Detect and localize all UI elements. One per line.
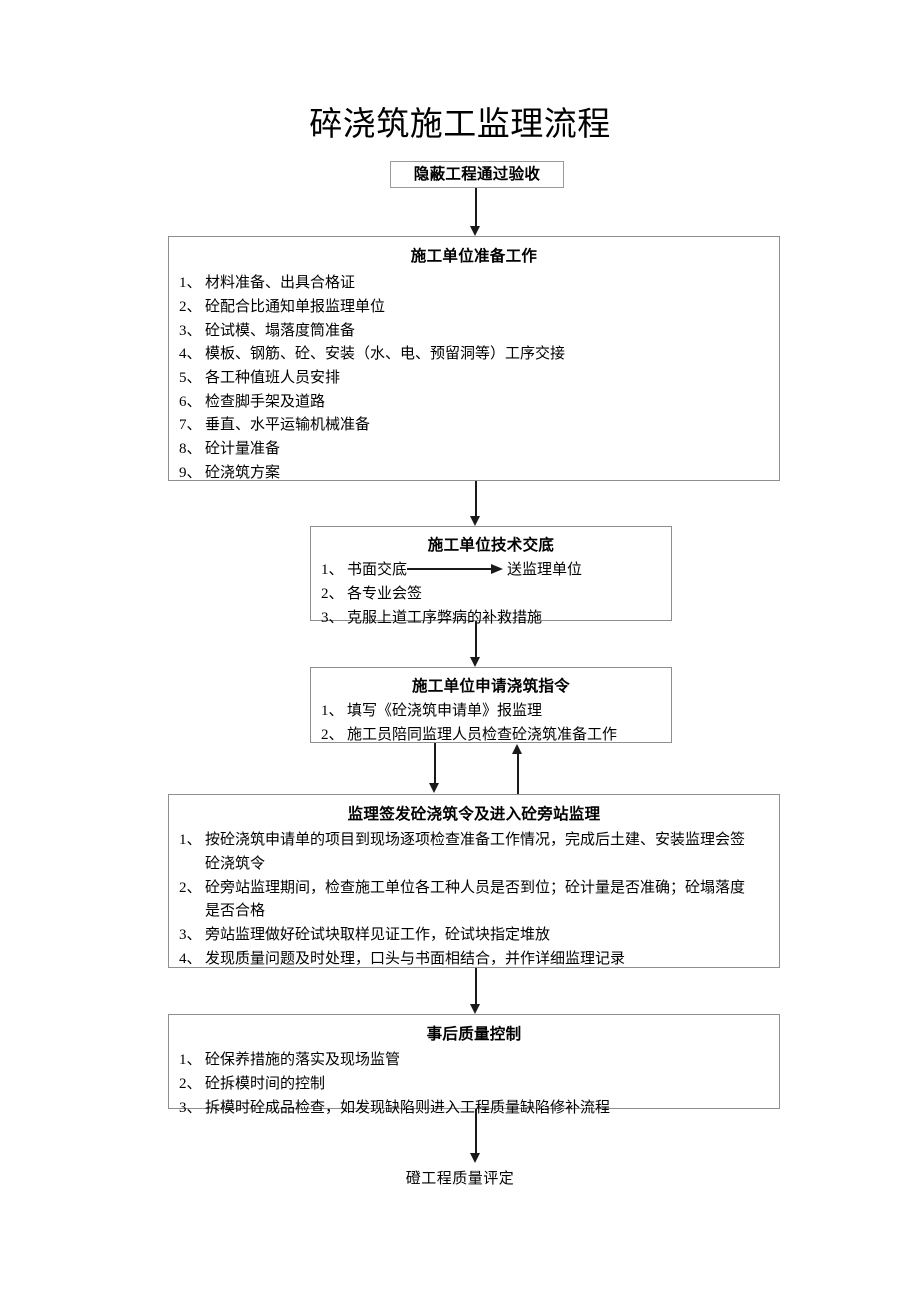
inline-arrow-icon [407, 563, 504, 574]
item-text: 砼计量准备 [205, 441, 281, 458]
node-start: 隐蔽工程通过验收 [390, 161, 564, 188]
list-item: 7、 垂直、水平运输机械准备 [179, 414, 771, 438]
item-text: 砼配合比通知单报监理单位 [205, 298, 386, 315]
node-preparation: 施工单位准备工作 1、 材料准备、出具合格证 2、 砼配合比通知单报监理单位 3… [168, 236, 780, 481]
connector-preparation-to-technical-line [475, 481, 477, 518]
item-text: 模板、钢筋、砼、安装（水、电、预留洞等）工序交接 [205, 346, 566, 363]
item-number: 2、 [179, 1075, 202, 1092]
node-post-control-title: 事后质量控制 [426, 1026, 522, 1043]
item-number: 2、 [179, 298, 202, 315]
node-technical-disclosure: 施工单位技术交底 1、 书面交底 送监理单位 2、 各专业会签 3、 克服上道工序… [310, 526, 672, 626]
node-supervisor-issue-items: 1、 按砼浇筑申请单的项目到现场逐项检查准备工作情况，完成后土建、安装监理会签砼… [169, 829, 779, 971]
connector-start-to-preparation-line [475, 188, 477, 228]
item-number: 4、 [179, 346, 202, 363]
list-item: 5、 各工种值班人员安排 [179, 367, 771, 391]
connector-supervisor-to-apply-line [517, 752, 519, 794]
list-item: 1、 书面交底 送监理单位 [321, 559, 663, 583]
connector-preparation-to-technical-arrow [470, 516, 480, 526]
item-number: 2、 [321, 726, 344, 743]
list-item: 2、 砼拆模时间的控制 [179, 1073, 771, 1097]
item-number: 2、 [179, 879, 202, 896]
item-text: 旁站监理做好砼试块取样见证工作，砼试块指定堆放 [205, 927, 551, 943]
node-supervisor-issue-title: 监理签发砼浇筑令及进入砼旁站监理 [347, 806, 601, 823]
item-number: 3、 [179, 927, 202, 943]
list-item: 3、 克服上道工序弊病的补救措施 [321, 607, 663, 631]
connector-apply-to-supervisor-line [434, 743, 436, 785]
item-number: 6、 [179, 393, 202, 410]
node-end-text: 磴工程质量评定 [405, 1169, 515, 1187]
item-text: 按砼浇筑申请单的项目到现场逐项检查准备工作情况，完成后土建、安装监理会签砼浇筑令 [205, 832, 746, 872]
item-number: 2、 [321, 585, 344, 602]
node-supervisor-issue: 监理签发砼浇筑令及进入砼旁站监理 1、 按砼浇筑申请单的项目到现场逐项检查准备工… [168, 794, 780, 968]
item-number: 1、 [179, 1052, 202, 1069]
connector-start-to-preparation-arrow [470, 226, 480, 236]
connector-post-to-end-arrow [470, 1153, 480, 1163]
item-text: 砼旁站监理期间，检查施工单位各工种人员是否到位；砼计量是否准确；砼塌落度是否合格 [205, 879, 746, 920]
list-item: 3、 砼试模、塌落度筒准备 [179, 320, 771, 344]
list-item: 2、 砼配合比通知单报监理单位 [179, 296, 771, 320]
item-text: 拆模时砼成品检查，如发现缺陷则进入工程质量缺陷修补流程 [205, 1099, 611, 1116]
item-text: 检查脚手架及道路 [205, 393, 326, 410]
list-item: 3、 拆模时砼成品检查，如发现缺陷则进入工程质量缺陷修补流程 [179, 1097, 771, 1121]
node-post-control-items: 1、 砼保养措施的落实及现场监管 2、 砼拆模时间的控制 3、 拆模时砼成品检查… [169, 1049, 779, 1120]
connector-technical-to-apply-arrow [470, 657, 480, 667]
node-preparation-title: 施工单位准备工作 [410, 248, 538, 265]
item-text: 砼拆模时间的控制 [205, 1075, 326, 1092]
node-apply-order-title: 施工单位申请浇筑指令 [411, 678, 570, 695]
node-apply-order: 施工单位申请浇筑指令 1、 填写《砼浇筑申请单》报监理 2、 施工员陪同监理人员… [310, 667, 672, 743]
node-technical-disclosure-items: 1、 书面交底 送监理单位 2、 各专业会签 3、 克服上道工序弊病的补救措施 [311, 559, 671, 630]
list-item: 4、 发现质量问题及时处理，口头与书面相结合，并作详细监理记录 [179, 948, 759, 972]
item-text: 材料准备、出具合格证 [205, 275, 356, 292]
list-item: 2、 各专业会签 [321, 583, 663, 607]
item-text: 施工员陪同监理人员检查砼浇筑准备工作 [347, 726, 618, 743]
item-number: 1、 [321, 562, 344, 579]
list-item: 1、 按砼浇筑申请单的项目到现场逐项检查准备工作情况，完成后土建、安装监理会签砼… [179, 829, 759, 876]
connector-supervisor-to-post-arrow [470, 1004, 480, 1014]
item-number: 1、 [179, 832, 202, 849]
connector-supervisor-to-apply-arrow [512, 744, 522, 754]
item-number: 8、 [179, 441, 202, 458]
page-title: 碎浇筑施工监理流程 [309, 107, 611, 143]
item-number: 9、 [179, 464, 202, 481]
list-item: 8、 砼计量准备 [179, 438, 771, 462]
node-apply-order-items: 1、 填写《砼浇筑申请单》报监理 2、 施工员陪同监理人员检查砼浇筑准备工作 [311, 700, 671, 747]
list-item: 6、 检查脚手架及道路 [179, 391, 771, 415]
list-item: 9、 砼浇筑方案 [179, 462, 771, 486]
list-item: 1、 填写《砼浇筑申请单》报监理 [321, 700, 663, 724]
connector-apply-to-supervisor-arrow [429, 783, 439, 793]
item-arrow-target: 送监理单位 [507, 562, 583, 579]
list-item: 2、 砼旁站监理期间，检查施工单位各工种人员是否到位；砼计量是否准确；砼塌落度是… [179, 877, 759, 924]
list-item: 3、 旁站监理做好砼试块取样见证工作，砼试块指定堆放 [179, 924, 759, 948]
item-text: 各专业会签 [347, 585, 423, 602]
list-item: 1、 砼保养措施的落实及现场监管 [179, 1049, 771, 1073]
connector-technical-to-apply-line [475, 621, 477, 659]
list-item: 1、 材料准备、出具合格证 [179, 272, 771, 296]
item-text: 砼浇筑方案 [205, 464, 281, 481]
item-text: 砼试模、塌落度筒准备 [205, 322, 356, 339]
item-text: 砼保养措施的落实及现场监管 [205, 1052, 401, 1069]
connector-supervisor-to-post-line [475, 968, 477, 1006]
item-text: 发现质量问题及时处理，口头与书面相结合，并作详细监理记录 [205, 950, 626, 967]
connector-post-to-end-line [475, 1109, 477, 1155]
item-number: 5、 [179, 370, 202, 386]
item-number: 7、 [179, 417, 202, 434]
node-preparation-items: 1、 材料准备、出具合格证 2、 砼配合比通知单报监理单位 3、 砼试模、塌落度… [169, 272, 779, 485]
item-number: 1、 [179, 275, 202, 292]
item-text: 填写《砼浇筑申请单》报监理 [347, 703, 543, 720]
item-text: 克服上道工序弊病的补救措施 [347, 609, 543, 626]
node-start-title: 隐蔽工程通过验收 [413, 165, 541, 183]
item-text: 书面交底 [347, 562, 408, 579]
item-number: 4、 [179, 950, 202, 967]
item-number: 3、 [179, 1099, 202, 1116]
item-number: 3、 [179, 322, 202, 339]
item-number: 1、 [321, 703, 344, 720]
list-item: 2、 施工员陪同监理人员检查砼浇筑准备工作 [321, 724, 663, 748]
item-text: 各工种值班人员安排 [205, 370, 341, 386]
node-technical-disclosure-title: 施工单位技术交底 [427, 537, 555, 554]
list-item: 4、 模板、钢筋、砼、安装（水、电、预留洞等）工序交接 [179, 343, 771, 367]
item-number: 3、 [321, 609, 344, 626]
item-text: 垂直、水平运输机械准备 [205, 417, 371, 434]
node-post-control: 事后质量控制 1、 砼保养措施的落实及现场监管 2、 砼拆模时间的控制 3、 拆… [168, 1014, 780, 1116]
